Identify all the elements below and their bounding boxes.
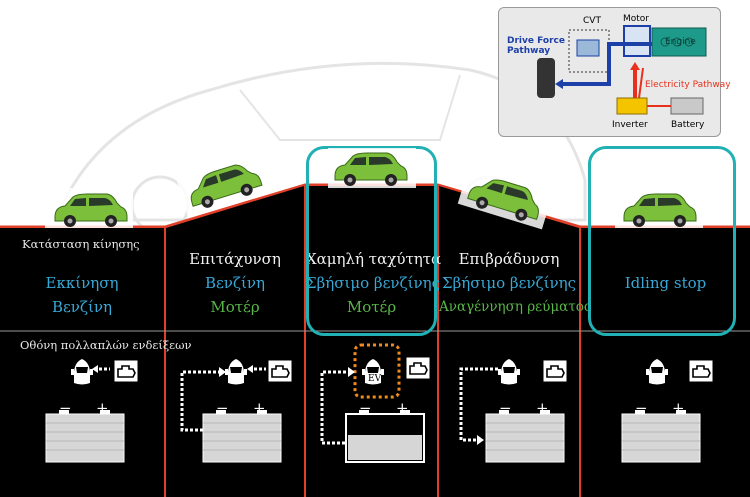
state-line: Μοτέρ	[346, 298, 397, 316]
ev-label: EV	[368, 374, 382, 384]
multi-display-label: Οθόνη πολλαπλών ενδείξεων	[20, 338, 192, 352]
minus-sign: −	[499, 399, 512, 417]
battery-icon	[202, 409, 282, 463]
plus-sign: +	[396, 399, 409, 417]
highlight-frame-low-speed	[306, 146, 437, 336]
cvt-label: CVT	[583, 16, 601, 26]
battery-icon	[45, 409, 125, 463]
minus-sign: −	[59, 399, 72, 417]
motor-label: Motor	[623, 14, 650, 24]
state-line: Σβήσιμο βενζίνης	[441, 274, 576, 292]
engine-icon	[688, 359, 714, 383]
minus-sign: −	[359, 399, 372, 417]
powertrain-inset: CVT Motor Engine Drive Force Pathway Ele…	[498, 7, 731, 137]
car-top-icon	[646, 359, 668, 385]
battery-icon	[485, 409, 565, 463]
dashed-arrow	[320, 370, 351, 445]
state-line: Idling stop	[624, 274, 707, 292]
battery-label: Battery	[671, 120, 705, 130]
state-title: Επιτάχυνση	[189, 250, 281, 268]
battery-icon	[621, 409, 701, 463]
state-line: Βενζίνη	[51, 298, 113, 316]
state-title: Χαμηλή ταχύτητα	[306, 250, 442, 268]
state-title: Επιβράδυνση	[458, 250, 560, 268]
motor-box	[623, 25, 651, 57]
plus-sign: +	[253, 399, 266, 417]
dashed-arrow	[459, 367, 498, 442]
car-icon	[457, 163, 555, 230]
car-top-icon	[71, 359, 93, 385]
state-line: Εκκίνηση	[45, 274, 119, 292]
drive-force-label: Drive Force Pathway	[507, 36, 565, 56]
drive-force-arrow	[561, 42, 652, 86]
driving-state-label: Κατάσταση κίνησης	[22, 237, 140, 251]
ev-highlight-frame	[353, 343, 401, 399]
engine-icon	[113, 359, 139, 383]
dashed-arrow	[180, 370, 222, 432]
engine-icon	[542, 359, 568, 383]
state-line: Μοτέρ	[210, 298, 260, 316]
engine-label: Engine	[665, 37, 696, 47]
inverter-box	[616, 97, 648, 115]
minus-sign: −	[635, 399, 648, 417]
plus-sign: +	[536, 399, 549, 417]
state-line: Βενζίνη	[204, 274, 266, 292]
engine-icon	[405, 356, 431, 380]
engine-icon	[267, 359, 293, 383]
plus-sign: +	[96, 399, 109, 417]
highlight-frame-idling-stop	[588, 146, 736, 336]
battery-half-icon	[345, 409, 425, 463]
car-top-icon	[498, 359, 520, 385]
minus-sign: −	[216, 399, 229, 417]
state-line: Αναγέννηση ρεύματος	[439, 299, 592, 315]
electricity-label: Electricity Pathway	[645, 80, 731, 90]
state-line: Σβήσιμο βενζίνης	[306, 274, 441, 292]
car-top-icon	[225, 359, 247, 385]
inverter-label: Inverter	[612, 120, 648, 130]
plus-sign: +	[672, 399, 685, 417]
battery-box	[670, 97, 704, 115]
wheel-icon	[537, 58, 555, 98]
car-icon	[175, 150, 272, 217]
powertrain-schematic	[537, 25, 707, 115]
